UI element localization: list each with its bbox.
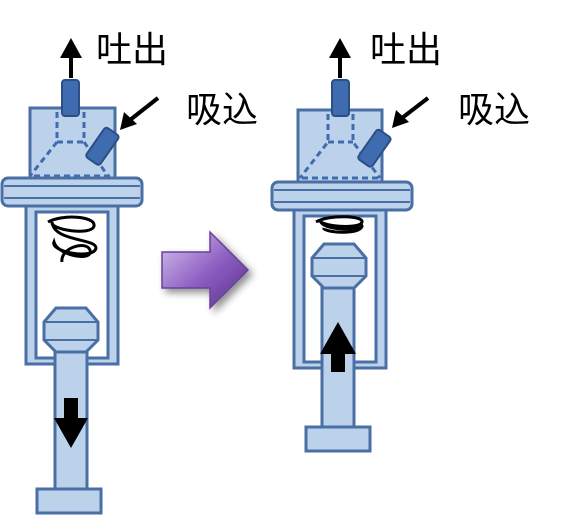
- rod-base-right: [304, 425, 372, 453]
- pump-right: 吐出 吸込: [270, 30, 530, 453]
- rod-base-left: [35, 487, 103, 515]
- suction-arrow-left: [120, 96, 160, 130]
- discharge-arrow-right: [329, 38, 351, 78]
- piston-rod-right: [320, 286, 356, 430]
- outlet-port-left: [61, 79, 80, 117]
- up-arrow-icon: [320, 322, 356, 372]
- spring-right: [315, 215, 364, 234]
- spring-left: [47, 215, 98, 263]
- pump-left: 吐出 吸込: [0, 30, 258, 515]
- suction-label-left: 吸込: [186, 90, 258, 131]
- inlet-port-left: [85, 126, 120, 166]
- suction-label-right: 吸込: [458, 90, 530, 131]
- piston-head-left: [42, 306, 100, 354]
- flange-left: [0, 176, 144, 208]
- transition-arrow-icon: [161, 230, 250, 310]
- down-arrow-icon: [54, 398, 88, 448]
- discharge-label-right: 吐出: [370, 30, 442, 71]
- suction-arrow-right: [392, 96, 430, 128]
- discharge-arrow-left: [60, 38, 82, 78]
- discharge-label-left: 吐出: [96, 30, 168, 71]
- piston-head-right: [310, 242, 368, 290]
- passage-left: [28, 112, 112, 178]
- flange-right: [270, 180, 414, 212]
- passage-right: [298, 114, 382, 180]
- outlet-port-right: [331, 79, 350, 117]
- inlet-port-right: [357, 128, 392, 168]
